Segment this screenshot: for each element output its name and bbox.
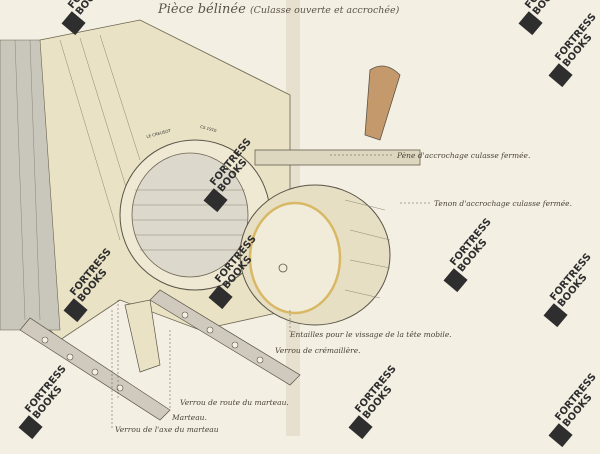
label-tenon-accrochage: Tenon d'accrochage culasse fermée.: [434, 199, 572, 208]
handle: [364, 65, 401, 141]
hammer: [124, 299, 161, 373]
plate-title: Pièce bélinée (Culasse ouverte et accroc…: [158, 2, 400, 17]
breech-illustration: [0, 0, 430, 436]
barrel-jacket: [0, 39, 61, 331]
label-entailles: Entailles pour le vissage de la tête mob…: [290, 330, 452, 339]
label-marteau: Marteau.: [172, 413, 207, 422]
label-pene-accrochage: Pène d'accrochage culasse fermée.: [397, 151, 531, 160]
label-verrou-route: Verrou de route du marteau.: [180, 398, 289, 407]
label-verrou-cremaillere: Verrou de crémaillère.: [275, 346, 361, 355]
label-verrou-axe: Verrou de l'axe du marteau: [115, 425, 219, 434]
